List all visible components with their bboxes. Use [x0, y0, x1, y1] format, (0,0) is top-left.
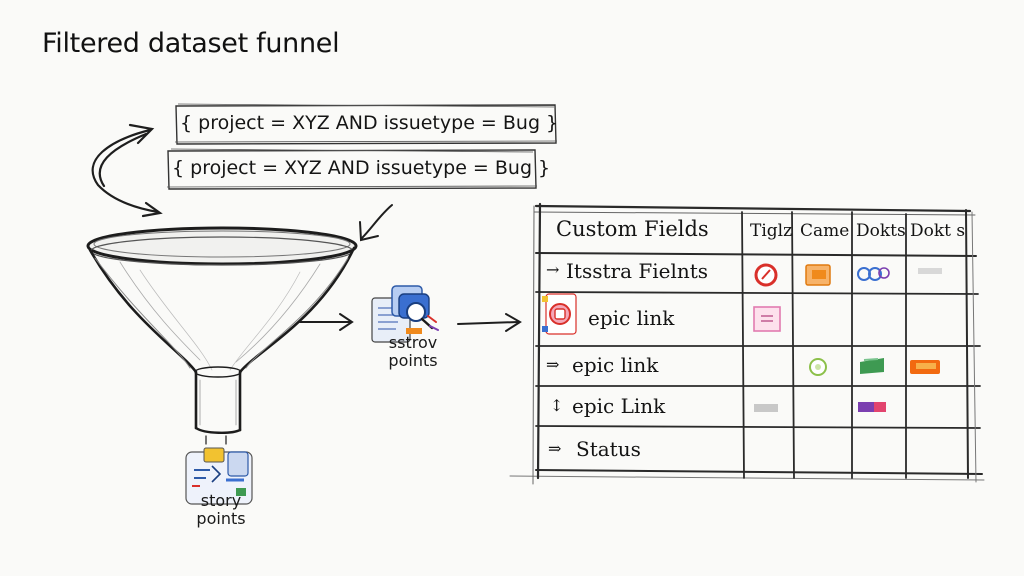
- bottom-card-icon: [185, 447, 253, 505]
- query-box-1-outline: [174, 103, 558, 145]
- bottom-card-caption: story points: [186, 492, 256, 528]
- query-box-2: { project = XYZ AND issuetype = Bug }: [166, 148, 550, 190]
- bottom-card-caption-line2: points: [196, 509, 246, 528]
- diagram-title: Filtered dataset funnel: [42, 28, 340, 59]
- row-5-label: Status: [576, 437, 641, 461]
- row-1-label: Itsstra Fielnts: [566, 259, 709, 283]
- column-header-2: Came: [800, 221, 850, 241]
- column-header-1: Tiglz: [750, 221, 793, 241]
- row-4-marker: ↕: [550, 396, 564, 415]
- arrow-funnel-to-card: [299, 313, 354, 331]
- curved-arrow-right: [359, 204, 393, 242]
- row-1-marker: →: [546, 260, 560, 279]
- row-3-marker: ⇒: [546, 355, 560, 374]
- funnel: [86, 226, 358, 445]
- mid-card-caption: sstrov points: [378, 334, 448, 370]
- query-text-2: { project = XYZ AND issuetype = Bug }: [172, 157, 551, 179]
- arrow-card-to-table: [457, 313, 522, 332]
- column-header-3: Dokts: [856, 221, 906, 241]
- cell-markers: [542, 263, 942, 412]
- query-box-2-outline: [166, 148, 538, 190]
- row-3-label: epic link: [572, 353, 659, 377]
- row-5-marker: ⇒: [548, 439, 562, 458]
- table-header-custom-fields: Custom Fields: [556, 217, 709, 241]
- mid-card-icon: [371, 285, 439, 343]
- mid-card-caption-line1: sstrov: [388, 333, 438, 352]
- query-text-1: { project = XYZ AND issuetype = Bug }: [180, 112, 559, 134]
- curved-arrow-left: [91, 123, 163, 218]
- row-4-label: epic Link: [572, 394, 666, 418]
- query-box-1: { project = XYZ AND issuetype = Bug }: [174, 103, 558, 145]
- bottom-card-caption-line1: story: [200, 491, 242, 510]
- mid-card-caption-line2: points: [388, 351, 438, 370]
- table-grid: [509, 202, 985, 485]
- row-2-label: epic link: [588, 306, 675, 330]
- column-header-4: Dokt s: [910, 221, 966, 241]
